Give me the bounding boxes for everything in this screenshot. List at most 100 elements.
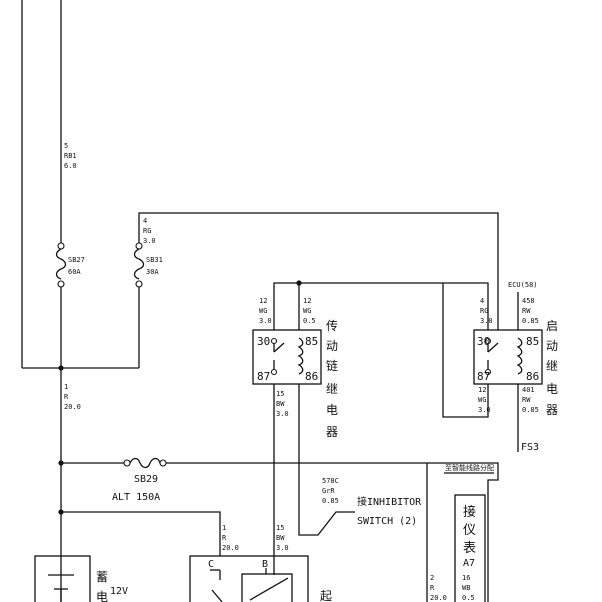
wire-label-w14: 2 R 20.0 — [430, 574, 447, 602]
svg-text:6.0: 6.0 — [64, 162, 77, 170]
svg-text:RW: RW — [522, 396, 531, 404]
relay-left-name: 传 动 链 继 电 器 — [326, 318, 338, 439]
wire-label-w12: 15 BW 3.0 — [276, 524, 289, 552]
svg-text:器: 器 — [326, 425, 338, 439]
relay-left-pin-85: 85 — [305, 335, 318, 348]
svg-text:0.85: 0.85 — [322, 497, 339, 505]
svg-text:458: 458 — [522, 297, 535, 305]
svg-text:启: 启 — [546, 319, 558, 333]
junction-dot — [58, 365, 64, 371]
svg-text:578C: 578C — [322, 477, 339, 485]
wire-starter-c-feed — [61, 511, 221, 556]
svg-text:4: 4 — [143, 217, 147, 225]
svg-text:RG: RG — [480, 307, 488, 315]
wire-label-w6: 15 BW 3.0 — [276, 390, 289, 418]
wire-label-w2: 4 RG 3.0 — [143, 217, 156, 245]
svg-text:0.5: 0.5 — [303, 317, 316, 325]
wire-label-w10: 401 RW 0.85 — [522, 386, 539, 414]
instrument-box — [454, 494, 486, 602]
wire-label-w3: 1 R 20.0 — [64, 383, 81, 411]
battery-char-1: 蓄 — [96, 570, 108, 584]
relay-right-pin-85: 85 — [526, 335, 539, 348]
wire-label-w4: 12 WG 3.0 — [259, 297, 272, 325]
relay-left-pin-87: 87 — [257, 370, 270, 383]
fuse-sb31-rating: 30A — [146, 268, 159, 276]
fuse-sb31 — [133, 242, 145, 288]
svg-text:16: 16 — [462, 574, 470, 582]
relay-right-ecu-label: ECU(58) — [508, 281, 538, 289]
wire-sb31-top-route — [138, 212, 499, 330]
svg-text:12: 12 — [478, 386, 486, 394]
junction-dot — [58, 460, 64, 466]
svg-text:20.0: 20.0 — [430, 594, 447, 602]
svg-text:3.0: 3.0 — [143, 237, 156, 245]
svg-text:1: 1 — [222, 524, 226, 532]
svg-text:R: R — [222, 534, 227, 542]
inhibitor-label-line2: SWITCH (2) — [357, 516, 417, 527]
svg-text:继: 继 — [546, 359, 558, 373]
junction-dot — [296, 280, 302, 286]
svg-text:链: 链 — [326, 358, 338, 373]
wire-inhibitor — [298, 384, 355, 536]
svg-text:BW: BW — [276, 400, 285, 408]
battery-char-2: 电 — [96, 590, 108, 602]
instrument-code: A7 — [463, 558, 475, 569]
svg-text:20.0: 20.0 — [64, 403, 81, 411]
svg-text:0.85: 0.85 — [522, 317, 539, 325]
wire-label-w15: 16 WB 0.5 — [462, 574, 475, 602]
svg-text:1: 1 — [64, 383, 68, 391]
svg-text:电: 电 — [326, 403, 338, 417]
wire-label-w5: 12 WG 0.5 — [303, 297, 316, 325]
svg-text:3.0: 3.0 — [276, 410, 289, 418]
relay-left-pin-30: 30 — [257, 335, 270, 348]
relay-left-pin-86: 86 — [305, 370, 318, 383]
fuse-sb29-rating: ALT 150A — [112, 492, 160, 503]
relay-right-pin-30: 30 — [477, 335, 490, 348]
svg-text:动: 动 — [546, 339, 558, 353]
svg-text:电: 电 — [546, 382, 558, 396]
svg-text:RB1: RB1 — [64, 152, 77, 160]
svg-text:动: 动 — [326, 339, 338, 353]
svg-text:3.0: 3.0 — [259, 317, 272, 325]
wire-label-w11: 578C GrR 0.85 — [322, 477, 339, 505]
svg-text:RW: RW — [522, 307, 531, 315]
wire-relay-top-link — [273, 282, 489, 330]
svg-text:器: 器 — [546, 403, 558, 417]
relay-right-fs3-label: FS3 — [521, 442, 539, 453]
junction-dot — [58, 509, 64, 515]
relay-right-pin-87: 87 — [477, 370, 490, 383]
fuse-sb29-name: SB29 — [134, 474, 158, 485]
svg-text:R: R — [430, 584, 435, 592]
svg-text:传: 传 — [326, 318, 338, 333]
svg-text:RG: RG — [143, 227, 151, 235]
svg-text:0.85: 0.85 — [522, 406, 539, 414]
wire-sb29-right — [165, 462, 499, 602]
svg-text:3.0: 3.0 — [478, 406, 491, 414]
relay-right-pin-86: 86 — [526, 370, 539, 383]
svg-text:WB: WB — [462, 584, 470, 592]
svg-text:5: 5 — [64, 142, 68, 150]
starter-terminal-c: C — [208, 559, 214, 570]
svg-text:12: 12 — [303, 297, 311, 305]
inhibitor-label-line1: 接INHIBITOR — [357, 495, 422, 508]
instrument-char-1: 接 — [463, 504, 476, 520]
fuse-sb27-name: SB27 — [68, 256, 85, 264]
svg-text:R: R — [64, 393, 69, 401]
instrument-char-2: 仪 — [463, 523, 476, 538]
svg-text:2: 2 — [430, 574, 434, 582]
svg-text:15: 15 — [276, 524, 284, 532]
svg-text:WG: WG — [478, 396, 486, 404]
svg-text:GrR: GrR — [322, 487, 335, 495]
svg-text:15: 15 — [276, 390, 284, 398]
starter-motor — [189, 555, 309, 602]
svg-text:401: 401 — [522, 386, 535, 394]
svg-text:3.0: 3.0 — [276, 544, 289, 552]
svg-text:20.0: 20.0 — [222, 544, 239, 552]
starter-char: 起 — [320, 589, 332, 602]
wire-label-w8: 458 RW 0.85 — [522, 297, 539, 325]
instrument-char-3: 表 — [463, 541, 476, 556]
fuse-sb27 — [55, 242, 67, 288]
fuse-sb31-name: SB31 — [146, 256, 163, 264]
battery-voltage: 12V — [110, 586, 128, 597]
